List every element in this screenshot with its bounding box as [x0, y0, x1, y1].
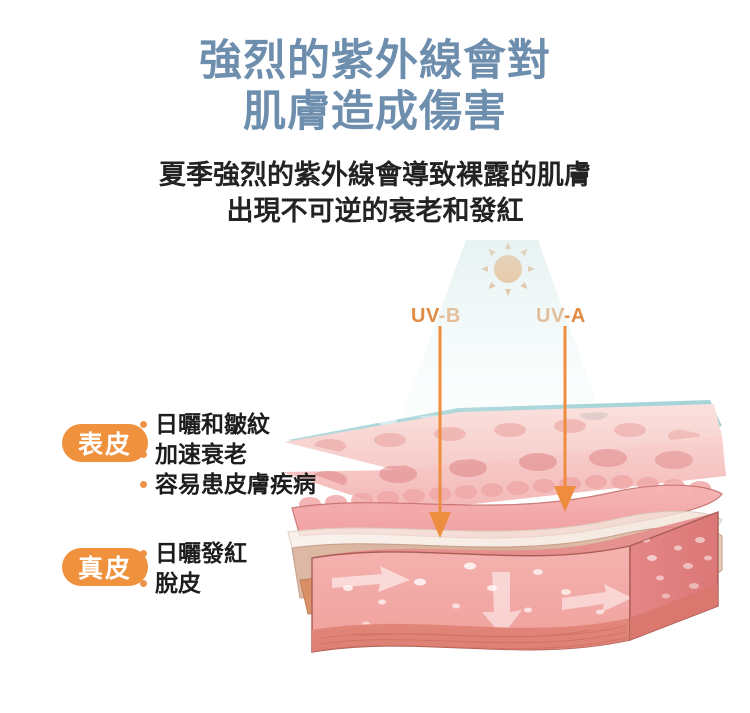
- dermis-side-fiber-band: [630, 584, 718, 640]
- list-item: 脫皮: [138, 568, 247, 598]
- epidermis-label-pill: 表皮: [62, 424, 148, 462]
- dermis-bullet-list: 日曬發紅 脫皮: [138, 538, 247, 598]
- layer-corneum-pink-cells: [284, 404, 722, 470]
- page-title: 強烈的紫外線會對 肌膚造成傷害: [199, 37, 551, 136]
- dermis-top-face: [312, 512, 718, 558]
- granular-cell-group: [309, 449, 693, 489]
- uv-b-arrow: [425, 326, 455, 541]
- dermis-front-speckles: [332, 562, 630, 636]
- dermis-label-pill: 真皮: [62, 548, 148, 586]
- page-subtitle: 夏季強烈的紫外線會導致裸露的肌膚 出現不可逆的衰老和發紅: [159, 160, 591, 226]
- uv-beam-haze: [398, 240, 600, 426]
- list-item: 日曬和皺紋: [138, 409, 316, 439]
- uv-a-arrow: [550, 326, 580, 516]
- skin-cross-section-diagram: [270, 240, 730, 670]
- dermis-fiber-lines: [321, 625, 627, 651]
- list-item: 容易患皮膚疾病: [138, 469, 316, 499]
- epidermis-bullet-list: 日曬和皺紋 加速衰老 容易患皮膚疾病: [138, 409, 316, 499]
- list-item: 日曬發紅: [138, 538, 247, 568]
- dermis-side-speckles: [642, 537, 712, 599]
- dermis-fiber-band: [312, 618, 630, 652]
- list-item: 加速衰老: [138, 439, 316, 469]
